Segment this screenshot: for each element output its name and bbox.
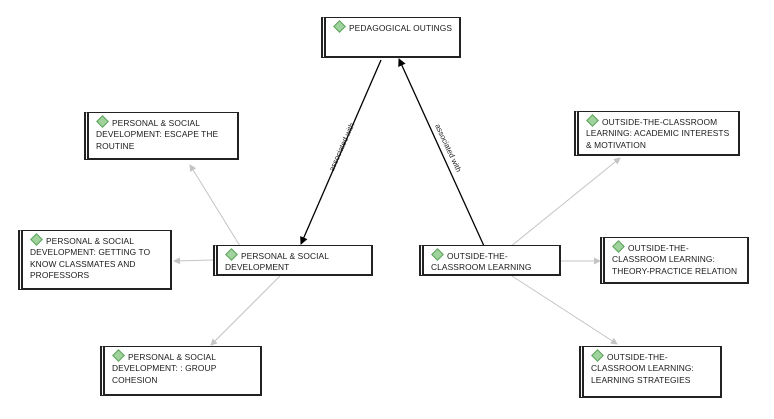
code-diamond-icon bbox=[591, 349, 604, 362]
node-label: OUTSIDE-THE-CLASSROOM LEARNING: ACADEMIC… bbox=[586, 117, 730, 150]
code-diamond-icon bbox=[431, 248, 444, 261]
node-learning-strategies[interactable]: OUTSIDE-THE-CLASSROOM LEARNING: LEARNING… bbox=[579, 346, 722, 398]
edge-outside-to-pedagogical[interactable] bbox=[398, 58, 485, 247]
node-label: PERSONAL & SOCIAL DEVELOPMENT: : GROUP C… bbox=[112, 352, 217, 385]
code-diamond-icon bbox=[612, 240, 625, 253]
edge-label-outside-to-pedagogical: associated with bbox=[433, 123, 463, 174]
node-label: PEDAGOGICAL OUTINGS bbox=[349, 23, 453, 33]
edge-outside-to-strategies[interactable] bbox=[511, 275, 618, 345]
edge-label-personal-to-pedagogical: associated with bbox=[327, 121, 356, 172]
code-diamond-icon bbox=[112, 349, 125, 362]
edge-personal-to-cohesion[interactable] bbox=[210, 275, 281, 346]
node-label: OUTSIDE-THE-CLASSROOM LEARNING: LEARNING… bbox=[591, 352, 694, 385]
node-label: PERSONAL & SOCIAL DEVELOPMENT: GETTING T… bbox=[30, 236, 151, 281]
code-diamond-icon bbox=[225, 248, 238, 261]
node-label: OUTSIDE-THE-CLASSROOM LEARNING: THEORY-P… bbox=[612, 243, 738, 276]
node-label: PERSONAL & SOCIAL DEVELOPMENT: ESCAPE TH… bbox=[96, 118, 219, 151]
code-diamond-icon bbox=[586, 114, 599, 127]
node-theory-practice[interactable]: OUTSIDE-THE-CLASSROOM LEARNING: THEORY-P… bbox=[600, 237, 749, 284]
code-diamond-icon bbox=[96, 115, 109, 128]
node-label: OUTSIDE-THE-CLASSROOM LEARNING bbox=[431, 251, 532, 273]
node-academic-interests[interactable]: OUTSIDE-THE-CLASSROOM LEARNING: ACADEMIC… bbox=[574, 111, 740, 156]
node-group-cohesion[interactable]: PERSONAL & SOCIAL DEVELOPMENT: : GROUP C… bbox=[100, 346, 262, 396]
node-outside-classroom-learning[interactable]: OUTSIDE-THE-CLASSROOM LEARNING bbox=[419, 245, 561, 276]
node-pedagogical-outings[interactable]: PEDAGOGICAL OUTINGS bbox=[321, 17, 461, 58]
edge-outside-to-academic[interactable] bbox=[509, 157, 621, 248]
node-label: PERSONAL & SOCIAL DEVELOPMENT bbox=[225, 251, 329, 273]
node-getting-to-know[interactable]: PERSONAL & SOCIAL DEVELOPMENT: GETTING T… bbox=[18, 230, 172, 290]
node-escape-routine[interactable]: PERSONAL & SOCIAL DEVELOPMENT: ESCAPE TH… bbox=[84, 112, 239, 160]
edge-personal-to-pedagogical[interactable] bbox=[300, 59, 382, 245]
edge-personal-to-knowing[interactable] bbox=[173, 257, 215, 265]
node-personal-social-development[interactable]: PERSONAL & SOCIAL DEVELOPMENT bbox=[213, 245, 373, 276]
code-diamond-icon bbox=[30, 233, 43, 246]
code-diamond-icon bbox=[333, 20, 346, 33]
edge-personal-to-escape[interactable] bbox=[189, 164, 241, 247]
